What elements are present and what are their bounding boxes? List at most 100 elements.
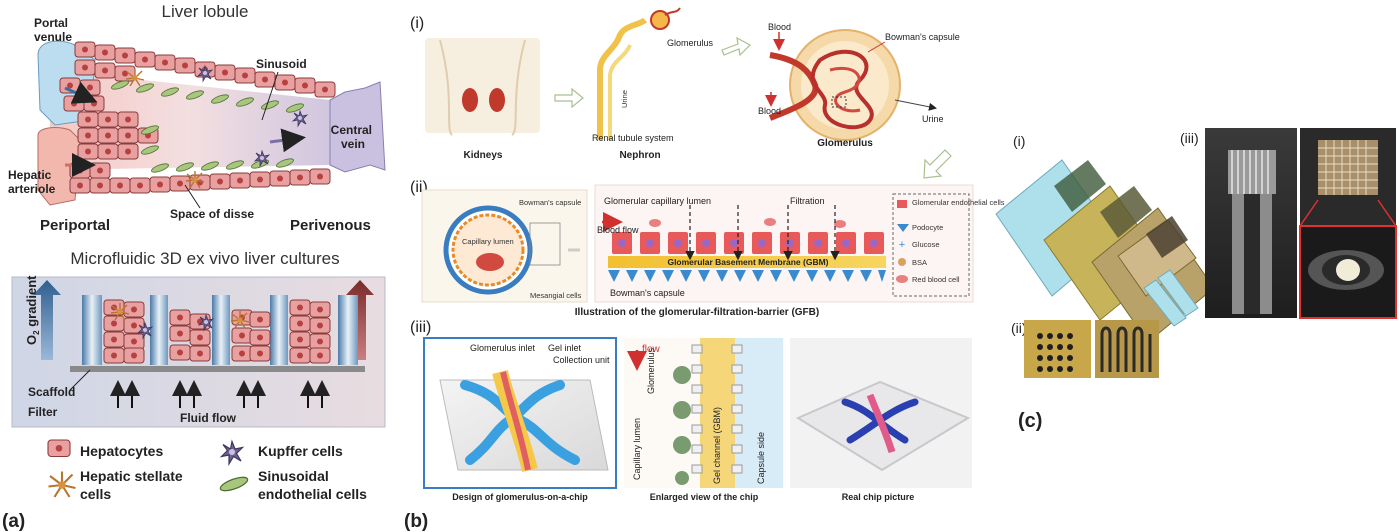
gbm-layer [608,256,886,268]
legend-glucose: Glucose [912,240,940,249]
renal-tubule-label: Renal tubule system [592,133,674,143]
gfb-caption: Illustration of the glomerular-filtratio… [575,307,819,318]
caption-enlarged: Enlarged view of the chip [650,492,759,502]
portal-venule-label: Portal venule [34,16,72,44]
o2-gradient-arrow-left [33,280,61,360]
blood-top-label: Blood [768,22,791,32]
gel-inlet-label: Gel inlet [548,343,582,353]
gfb-legend-box [892,193,970,297]
flow-label: flow [642,344,661,355]
panel-c-iii-label: (iii) [1180,130,1199,146]
o2-gradient-arrow-right [346,280,374,360]
glomerulus-vertical-label: Glomerulus [646,347,656,394]
filter-membrane [70,366,365,372]
legend-kupffer: Kupffer cells [258,443,343,459]
panel-c-label: (c) [1018,410,1042,432]
panel-a: Liver lobule [2,2,386,532]
panel-b-label: (b) [404,511,428,532]
kidneys-illustration [425,38,540,133]
blood-bottom-label: Blood [758,106,781,116]
gel-channel-vertical-label: Gel channel (GBM) [712,407,722,484]
urine-label: Urine [922,114,944,124]
capsule-side-region [735,338,783,488]
sensor-grid-lines [1318,140,1378,195]
space-of-disse-label: Space of disse [170,207,254,221]
o2-gradient-label: O2 gradient [24,275,41,345]
cell-type-legend: Hepatocytes Kupffer cells Hepatic stella… [47,439,367,502]
sinusoid-label: Sinusoid [256,57,307,71]
urine-vertical-label: Urine [620,90,629,108]
bowmans-capsule-bottom-label: Bowman's capsule [610,288,685,298]
scaffold-label: Scaffold [28,385,75,399]
mesangial-label: Mesangial cells [530,291,582,300]
blood-flow-label: Blood flow [597,225,639,235]
gbm-label: Glomerular Basement Membrane (GBM) [667,257,828,267]
capillary-lumen-label: Capillary lumen [462,237,514,246]
glomerular-capillary-lumen-label: Glomerular capillary lumen [604,196,711,206]
perivenous-label: Perivenous [290,217,371,234]
central-vein-label: Central vein [331,123,376,151]
legend-hepatocytes: Hepatocytes [80,443,163,459]
panel-b: (i) Kidneys Urine Glomerulus Renal tubul… [404,7,1005,532]
legend-bsa: BSA [912,258,927,267]
podocyte-row [608,270,886,282]
panel-c: (i) (ii) [995,128,1397,432]
periportal-label: Periportal [40,217,110,234]
nephron-illustration [597,7,681,140]
sensor-electrode-lines [1231,150,1269,194]
kupffer-legend-icon [220,440,244,465]
legend-sinusoidal: Sinusoidal endothelial cells [258,468,367,502]
fluid-flow-label: Fluid flow [180,411,237,425]
endothelial-cells-row [612,218,884,254]
panel-b-iii-label: (iii) [410,319,431,336]
hepatocyte-row-bottom [69,162,331,194]
bsa-legend-icon [898,258,906,266]
glomerulus-small-label: Glomerulus [667,38,714,48]
collection-unit-label: Collection unit [553,355,610,365]
glucose-legend-icon: + [899,239,905,251]
panel-a-label: (a) [2,511,25,532]
central-vein-shape [329,81,386,173]
sensor-electrode-array [1228,150,1276,194]
panel-c-i-label: (i) [1013,133,1025,149]
glomeruli-clusters [673,366,691,485]
tissue-sample [1336,259,1360,281]
gel-channel-region [700,338,735,488]
nephron-label: Nephron [619,150,660,161]
scaffold-pillars [82,295,358,365]
legend-stellate: Hepatic stellate cells [80,468,187,502]
rbc-legend-icon [896,275,908,283]
arrow-kidney-to-nephron [554,87,584,109]
sinusoidal-legend-icon [218,473,250,495]
hepatocyte-legend-icon [47,439,71,458]
arrow-glomerulus-to-gfb [923,149,952,179]
bowmans-capsule-ii-label: Bowman's capsule [519,198,581,207]
glomerulus-label: Glomerulus [817,138,873,149]
glomerulus-inlet-label: Glomerulus inlet [470,343,536,353]
glomerulus-illustration [768,29,937,141]
legend-podocyte: Podocyte [912,223,943,232]
hepatic-arteriole-label: Hepatic arteriole [8,168,56,196]
kidneys-label: Kidneys [464,150,503,161]
liver-lobule-title: Liver lobule [162,2,249,21]
electrode-dots [1037,333,1073,372]
filtration-arrows [685,205,840,261]
blood-flow-arrow [64,81,98,104]
microfluidic-title: Microfluidic 3D ex vivo liver cultures [70,249,339,268]
pillar-array [691,344,743,474]
caption-real: Real chip picture [842,492,915,502]
panel-c-ii-label: (ii) [1011,320,1027,336]
caption-design: Design of glomerulus-on-a-chip [452,492,588,502]
fluid-flow-arrows [110,380,330,408]
capsule-side-vertical-label: Capsule side [756,432,766,484]
sensor-grid [1318,140,1378,195]
filter-label: Filter [28,405,58,419]
legend-endothelial: Glomerular endothelial cells [912,198,1005,207]
venous-flow-arrow [269,128,306,153]
arrow-nephron-to-glomerulus [721,36,751,57]
legend-rbc: Red blood cell [912,275,960,284]
electrode-serpentine [1100,326,1152,372]
panel-b-i-label: (i) [410,15,424,32]
capillary-lumen-vertical-label: Capillary lumen [632,418,642,480]
